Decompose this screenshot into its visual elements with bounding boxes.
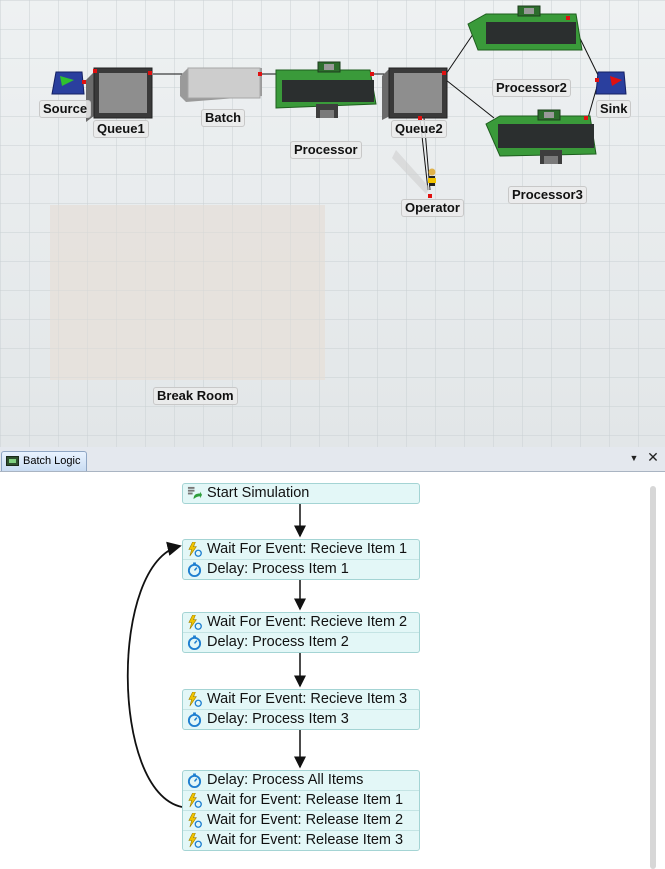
process-flow-icon (6, 456, 19, 466)
batch-label: Batch (201, 109, 246, 127)
source-object[interactable] (51, 71, 86, 95)
operator-label: Operator (401, 199, 464, 217)
model-3d-view[interactable]: Source Queue1 Batch Processor Queue2 Pro… (0, 0, 665, 447)
operator-object[interactable] (392, 150, 436, 198)
processor-object[interactable] (275, 61, 377, 118)
event-icon (188, 793, 202, 808)
queue1-label: Queue1 (93, 120, 149, 138)
wait-event-release-item-1[interactable]: Wait for Event: Release Item 1 (183, 790, 419, 810)
wait-event-recieve-item-2-label: Wait For Event: Recieve Item 2 (207, 614, 408, 630)
wait-event-recieve-item-2[interactable]: Wait For Event: Recieve Item 2 (183, 613, 419, 632)
batch-object[interactable] (180, 67, 262, 102)
start-icon (187, 486, 202, 500)
start-simulation-label: Start Simulation (207, 485, 310, 501)
delay-process-item-2[interactable]: Delay: Process Item 2 (183, 632, 419, 652)
queue1-object[interactable] (86, 67, 153, 122)
wait-event-release-item-3-label: Wait for Event: Release Item 3 (207, 832, 404, 848)
release-items-block[interactable]: Delay: Process All Items Wait for Event:… (182, 770, 420, 851)
delay-icon (187, 562, 202, 577)
event-icon (188, 833, 202, 848)
processor-label: Processor (290, 141, 362, 159)
delay-process-item-1[interactable]: Delay: Process Item 1 (183, 559, 419, 579)
start-simulation-block[interactable]: Start Simulation (182, 483, 420, 504)
wait-event-release-item-3[interactable]: Wait for Event: Release Item 3 (183, 830, 419, 850)
delay-process-item-2-label: Delay: Process Item 2 (207, 634, 349, 650)
queue2-label: Queue2 (391, 120, 447, 138)
batch-logic-canvas[interactable]: Start Simulation Wait For Event: Recieve… (0, 472, 665, 869)
delay-icon (187, 773, 202, 788)
model-canvas[interactable] (0, 0, 665, 447)
wait-event-release-item-2[interactable]: Wait for Event: Release Item 2 (183, 810, 419, 830)
recieve-item-3-block[interactable]: Wait For Event: Recieve Item 3 Delay: Pr… (182, 689, 420, 730)
break-room-grid (50, 205, 325, 380)
tab-batch-logic-label: Batch Logic (23, 455, 81, 467)
sink-label: Sink (596, 100, 632, 118)
break-room-label: Break Room (153, 387, 238, 405)
delay-icon (187, 635, 202, 650)
event-icon (188, 813, 202, 828)
flow-connectors (126, 502, 306, 808)
panel-menu-button[interactable]: ▼ (629, 453, 639, 463)
delay-process-item-1-label: Delay: Process Item 1 (207, 561, 349, 577)
processor2-label: Processor2 (492, 79, 571, 97)
wait-event-recieve-item-3[interactable]: Wait For Event: Recieve Item 3 (183, 690, 419, 709)
processor3-object[interactable] (485, 109, 597, 164)
start-simulation-row[interactable]: Start Simulation (183, 484, 419, 503)
delay-process-item-3[interactable]: Delay: Process Item 3 (183, 709, 419, 729)
wait-event-release-item-2-label: Wait for Event: Release Item 2 (207, 812, 404, 828)
wait-event-release-item-1-label: Wait for Event: Release Item 1 (207, 792, 404, 808)
panel-tab-bar: Batch Logic ▼ ✕ (0, 447, 665, 472)
source-label: Source (39, 100, 92, 118)
connector-loop-back (126, 541, 183, 808)
tab-batch-logic[interactable]: Batch Logic (1, 451, 87, 471)
recieve-item-1-block[interactable]: Wait For Event: Recieve Item 1 Delay: Pr… (182, 539, 420, 580)
event-icon (188, 615, 202, 630)
vertical-scrollbar[interactable] (650, 486, 656, 869)
wait-event-recieve-item-1-label: Wait For Event: Recieve Item 1 (207, 541, 408, 557)
processor3-label: Processor3 (508, 186, 587, 204)
wait-event-recieve-item-1[interactable]: Wait For Event: Recieve Item 1 (183, 540, 419, 559)
panel-close-button[interactable]: ✕ (647, 449, 659, 465)
recieve-item-2-block[interactable]: Wait For Event: Recieve Item 2 Delay: Pr… (182, 612, 420, 653)
delay-icon (187, 712, 202, 727)
wait-event-recieve-item-3-label: Wait For Event: Recieve Item 3 (207, 691, 408, 707)
delay-process-all-items[interactable]: Delay: Process All Items (183, 771, 419, 790)
processor2-object[interactable] (467, 5, 583, 51)
sink-object[interactable] (595, 71, 627, 95)
delay-process-item-3-label: Delay: Process Item 3 (207, 711, 349, 727)
queue2-object[interactable] (382, 67, 448, 120)
event-icon (188, 692, 202, 707)
delay-process-all-items-label: Delay: Process All Items (207, 772, 364, 788)
event-icon (188, 542, 202, 557)
